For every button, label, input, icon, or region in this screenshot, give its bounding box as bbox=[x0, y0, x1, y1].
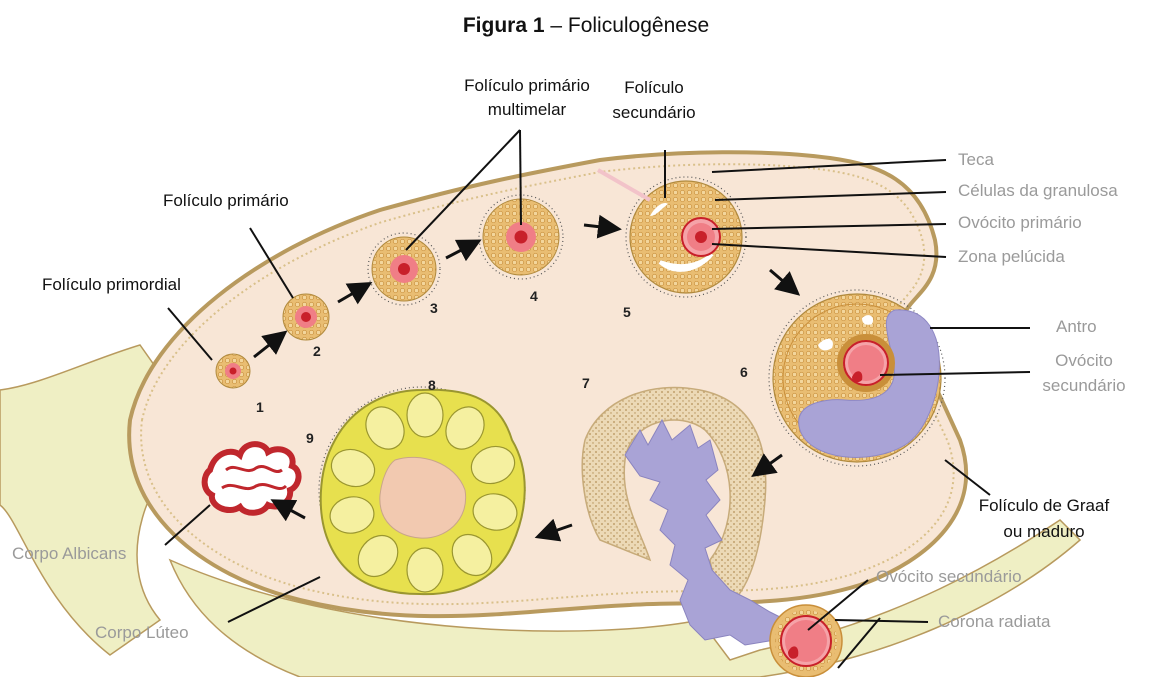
label-primario: Folículo primário bbox=[163, 191, 289, 210]
label-ovocito-primario: Ovócito primário bbox=[958, 213, 1082, 232]
follicle-primary bbox=[283, 294, 329, 340]
stage-number-4: 4 bbox=[530, 288, 538, 304]
label-antro: Antro bbox=[1056, 317, 1097, 336]
corpus-albicans bbox=[205, 444, 299, 513]
stage-number-8: 8 bbox=[428, 377, 436, 393]
label-ovocito-secundario-line1: Ovócito bbox=[1055, 351, 1113, 370]
stage-number-5: 5 bbox=[623, 304, 631, 320]
ovulated-oocyte bbox=[770, 605, 842, 677]
follicle-primordial bbox=[216, 354, 250, 388]
label-corpo-luteo: Corpo Lúteo bbox=[95, 623, 189, 642]
label-granulosa: Células da granulosa bbox=[958, 181, 1118, 200]
label-secundario-line1: Folículo bbox=[624, 78, 684, 97]
corpus-luteum bbox=[319, 387, 525, 594]
label-teca: Teca bbox=[958, 150, 994, 169]
label-zona-pelucida: Zona pelúcida bbox=[958, 247, 1065, 266]
stage-number-1: 1 bbox=[256, 399, 264, 415]
label-graaf-line2: ou maduro bbox=[1003, 522, 1084, 541]
label-corona-radiata: Corona radiata bbox=[938, 612, 1051, 631]
label-primordial: Folículo primordial bbox=[42, 275, 181, 294]
label-secundario-line2: secundário bbox=[612, 103, 695, 122]
stage-number-2: 2 bbox=[313, 343, 321, 359]
label-multilaminar-line2: multimelar bbox=[488, 100, 567, 119]
stage-number-6: 6 bbox=[740, 364, 748, 380]
label-ovocito-secundario-ovulado: Ovócito secundário bbox=[876, 567, 1022, 586]
label-graaf-line1: Folículo de Graaf bbox=[979, 496, 1110, 515]
label-ovocito-secundario-line2: secundário bbox=[1042, 376, 1125, 395]
label-corpo-albicans: Corpo Albicans bbox=[12, 544, 126, 563]
label-multilaminar-line1: Folículo primário bbox=[464, 76, 590, 95]
stage-number-9: 9 bbox=[306, 430, 314, 446]
stage-number-3: 3 bbox=[430, 300, 438, 316]
stage-number-7: 7 bbox=[582, 375, 590, 391]
